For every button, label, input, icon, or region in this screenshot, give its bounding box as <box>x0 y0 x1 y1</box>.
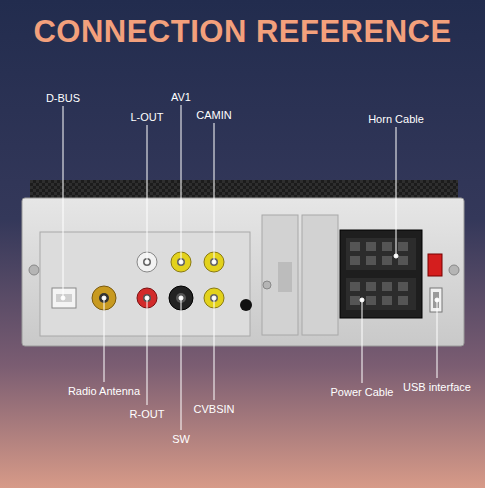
illustration-part <box>29 265 39 275</box>
illustration-part <box>179 296 183 300</box>
illustration-part <box>433 292 439 308</box>
illustration-part <box>278 262 292 292</box>
illustration-part <box>214 123 215 262</box>
connector-label: D-BUS <box>46 92 80 104</box>
stereo-body <box>22 180 464 346</box>
illustration-part <box>302 215 338 335</box>
illustration-part <box>366 296 376 305</box>
illustration-part <box>181 105 182 262</box>
connector-label: AV1 <box>171 91 191 103</box>
fuse-and-usb <box>428 254 442 312</box>
dbus-port <box>52 288 76 308</box>
illustration-part <box>346 278 416 310</box>
illustration-part <box>394 254 398 258</box>
illustration-part <box>366 256 376 265</box>
diagram-title: CONNECTION REFERENCE <box>0 14 485 50</box>
illustration-part <box>212 260 216 264</box>
illustration-part <box>396 127 397 256</box>
illustration-part <box>398 296 408 305</box>
illustration-part <box>366 242 376 251</box>
illustration-part <box>362 300 363 383</box>
illustration-part <box>350 256 360 265</box>
connector-label: USB interface <box>403 381 471 393</box>
illustration-part <box>398 282 408 291</box>
leader-lines <box>61 105 439 430</box>
rca-sockets <box>137 252 252 311</box>
illustration-part <box>63 106 64 298</box>
illustration-part <box>449 265 459 275</box>
illustration-part <box>340 230 422 318</box>
connector-label: SW <box>172 433 190 445</box>
illustration-part <box>147 125 148 262</box>
illustration-part <box>181 298 182 430</box>
illustration-part <box>366 282 376 291</box>
connector-label: CAMIN <box>196 109 231 121</box>
illustration-part <box>382 242 392 251</box>
illustration-part <box>382 296 392 305</box>
iso-connector <box>340 230 422 318</box>
connector-label: CVBSIN <box>194 403 235 415</box>
illustration-part <box>214 298 215 400</box>
illustration-part <box>104 298 105 382</box>
illustration-part <box>360 298 364 302</box>
illustration-part <box>346 238 416 270</box>
illustration-part <box>52 288 76 308</box>
illustration-part <box>350 282 360 291</box>
connector-label: Power Cable <box>331 386 394 398</box>
illustration-part <box>350 242 360 251</box>
illustration-part <box>430 288 442 312</box>
connector-label: R-OUT <box>130 408 165 420</box>
illustration-part <box>350 296 360 305</box>
illustration-part <box>102 296 106 300</box>
connector-label: Radio Antenna <box>68 385 140 397</box>
illustration-part <box>263 281 271 289</box>
illustration-part <box>56 294 72 302</box>
illustration-part <box>382 256 392 265</box>
illustration-part <box>398 242 408 251</box>
illustration-part <box>437 300 438 378</box>
illustration-part <box>145 260 149 264</box>
illustration-part <box>382 282 392 291</box>
illustration-part <box>428 254 442 276</box>
illustration-part <box>179 260 183 264</box>
illustration-part <box>145 296 149 300</box>
illustration-part <box>435 298 439 302</box>
illustration-part <box>22 198 464 346</box>
illustration-part <box>40 232 250 336</box>
illustration-part <box>262 215 298 335</box>
connector-label: L-OUT <box>131 111 164 123</box>
illustration-part <box>398 256 408 265</box>
connector-label: Horn Cable <box>368 113 424 125</box>
illustration-part <box>147 298 148 405</box>
illustration-part <box>350 242 408 305</box>
illustration-part <box>61 296 65 300</box>
illustration-part <box>240 299 252 311</box>
illustration-part <box>212 296 216 300</box>
